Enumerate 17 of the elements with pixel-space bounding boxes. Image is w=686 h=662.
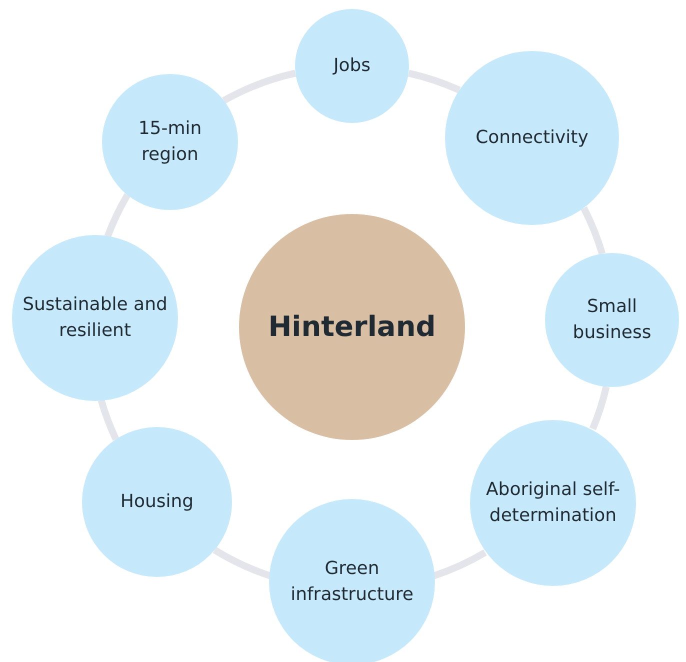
ring-connector (580, 206, 606, 255)
topic-label: 15-min region (137, 116, 203, 167)
ring-connector (98, 399, 120, 441)
topic-label: Housing (119, 490, 195, 514)
ring-connector (432, 549, 487, 580)
topic-label: Small business (572, 294, 652, 345)
topic-label: Jobs (332, 54, 372, 78)
topic-label: Connectivity (474, 126, 590, 150)
ring-connector (104, 193, 131, 238)
center-title: Hinterland (267, 308, 437, 345)
ring-connector (212, 546, 272, 580)
topic-label: Green infrastructure (290, 556, 414, 607)
topic-label: Aboriginal self-determination (484, 478, 622, 528)
topic-label: Sustainable and resilient (22, 292, 168, 343)
ring-connector (222, 70, 296, 104)
ring-connector (408, 70, 461, 94)
ring-connector (589, 386, 610, 430)
